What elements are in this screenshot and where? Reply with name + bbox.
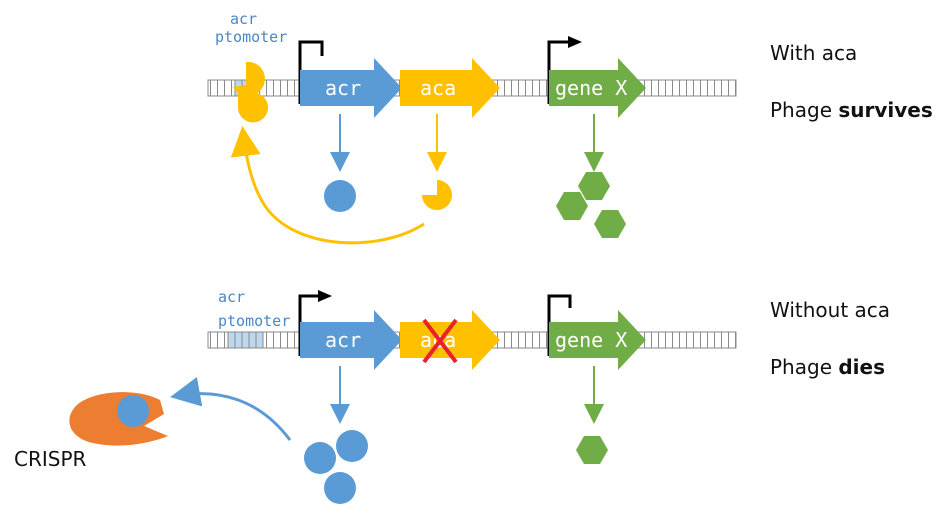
deletion-cross-icon (422, 318, 458, 364)
promoter-label: ptomoter (215, 28, 287, 46)
gene-acr-label: acr (325, 76, 361, 100)
gene-x-protein (556, 192, 588, 220)
promoter-box (227, 331, 236, 349)
gene-acr-label: acr (325, 328, 361, 352)
gene-x-protein (576, 436, 608, 464)
feedback-arrow (230, 126, 425, 245)
bottom-panel: acr ptomoter acr aca gene X (14, 288, 890, 504)
promoter-active-arrowhead (568, 36, 582, 48)
aca-protein-bound (238, 93, 268, 123)
gene-x-label: gene X (555, 328, 627, 352)
promoter-label: acr (218, 288, 245, 306)
inhibition-arrow (170, 376, 292, 441)
acr-protein (336, 430, 368, 462)
gene-x-arrow (549, 58, 646, 118)
aca-protein-bound (233, 61, 265, 96)
gene-x-label: gene X (555, 76, 627, 100)
promoter-box (234, 331, 243, 349)
outcome-label: Phage survives (770, 98, 933, 122)
crispr-complex (69, 392, 168, 446)
promoter-box (255, 331, 264, 349)
gene-x-arrow (549, 310, 646, 370)
condition-label: Without aca (770, 298, 890, 322)
top-panel: acr ptomoter acr aca gene X With aca Pha… (207, 10, 933, 245)
promoter-active-arrowhead (318, 290, 332, 302)
acr-protein-bound (117, 395, 149, 427)
condition-label: With aca (770, 41, 857, 65)
gene-x-protein (594, 210, 626, 238)
outcome-label: Phage dies (770, 355, 885, 379)
gene-acr-arrow (300, 58, 402, 118)
acr-protein (324, 472, 356, 504)
promoter-box (248, 331, 257, 349)
gene-aca-label: aca (420, 76, 456, 100)
crispr-label: CRISPR (14, 447, 87, 471)
promoter-label: ptomoter (218, 312, 290, 330)
gene-aca-arrow (400, 58, 500, 118)
gene-x-protein (578, 172, 610, 200)
acr-protein (324, 180, 356, 212)
promoter-box (241, 331, 250, 349)
aca-protein (422, 180, 452, 210)
gene-aca-arrow (400, 310, 500, 370)
acr-protein (304, 442, 336, 474)
gene-acr-arrow (300, 310, 402, 370)
promoter-label: acr (230, 10, 257, 28)
